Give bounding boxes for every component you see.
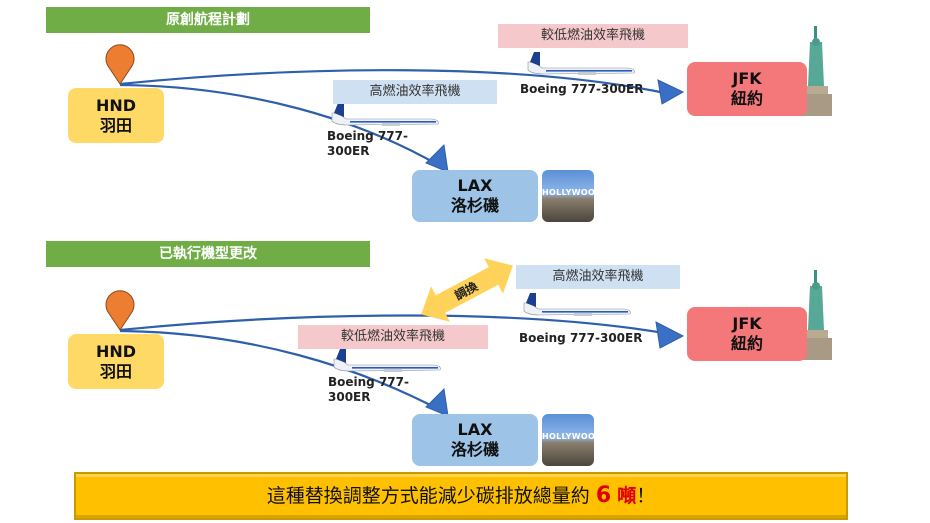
location-pin-icon	[105, 290, 135, 331]
efficiency-label-lax: 高燃油效率飛機	[333, 80, 497, 104]
efficiency-label-lax: 較低燃油效率飛機	[298, 325, 488, 349]
airplane-icon	[333, 349, 441, 372]
section-header-change-executed: 已執行機型更改	[46, 241, 370, 267]
destination-jfk-box: JFK 紐約	[687, 62, 807, 116]
arrowhead-lax-changed	[425, 387, 449, 417]
route-hnd-lax-changed	[119, 329, 441, 411]
origin-code: HND	[95, 95, 137, 115]
destination-city: 洛杉磯	[450, 196, 499, 215]
origin-hnd-box: HND 羽田	[68, 88, 164, 143]
airplane-icon	[527, 52, 635, 75]
banner-value: 6	[595, 483, 612, 508]
route-hnd-jfk-original	[119, 69, 671, 96]
origin-city: 羽田	[99, 115, 132, 135]
airplane-icon	[331, 103, 439, 126]
aircraft-model-jfk: Boeing 777-300ER	[520, 82, 644, 96]
destination-code: JFK	[732, 69, 762, 88]
statue-of-liberty-icon	[800, 26, 832, 116]
origin-code: HND	[95, 341, 137, 361]
location-pin-icon	[105, 44, 135, 85]
swap-arrow-icon	[421, 258, 513, 322]
arrowhead-lax-original	[425, 143, 449, 173]
destination-city: 洛杉磯	[450, 440, 499, 459]
arrowhead-jfk-original	[657, 79, 685, 105]
aircraft-model-lax: Boeing 777- 300ER	[327, 129, 408, 159]
banner-text: 這種替換調整方式能減少碳排放總量約	[266, 485, 590, 507]
destination-code: LAX	[457, 176, 493, 195]
aircraft-model-line1: Boeing 777-	[328, 375, 409, 389]
destination-lax-box: LAX 洛杉磯	[412, 170, 538, 222]
origin-city: 羽田	[99, 361, 132, 381]
hollywood-sign-text: HOLLYWOOD	[542, 188, 594, 197]
origin-hnd-box: HND 羽田	[68, 334, 164, 389]
hollywood-sign-icon: HOLLYWOOD	[542, 170, 594, 222]
section-header-original-plan: 原創航程計劃	[46, 7, 370, 33]
route-hnd-lax-original	[119, 83, 441, 167]
aircraft-model-jfk: Boeing 777-300ER	[519, 331, 643, 345]
destination-lax-box: LAX 洛杉磯	[412, 414, 538, 466]
destination-city: 紐約	[730, 89, 763, 108]
destination-city: 紐約	[730, 334, 763, 353]
route-hnd-jfk-changed	[119, 314, 671, 336]
hollywood-sign-text: HOLLYWOOD	[542, 432, 594, 441]
destination-code: LAX	[457, 420, 493, 439]
aircraft-model-line1: Boeing 777-	[327, 129, 408, 143]
aircraft-model-line2: 300ER	[327, 144, 370, 158]
banner-unit: 噸	[617, 485, 637, 507]
efficiency-label-jfk: 高燃油效率飛機	[516, 265, 680, 289]
carbon-reduction-banner: 這種替換調整方式能減少碳排放總量約 6 噸！	[74, 472, 848, 520]
destination-jfk-box: JFK 紐約	[687, 307, 807, 361]
aircraft-model-line2: 300ER	[328, 390, 371, 404]
hollywood-sign-icon: HOLLYWOOD	[542, 414, 594, 466]
arrowhead-jfk-changed	[655, 321, 685, 349]
statue-of-liberty-icon	[800, 270, 832, 360]
destination-code: JFK	[732, 314, 762, 333]
banner-suffix: ！	[636, 485, 656, 507]
efficiency-label-jfk: 較低燃油效率飛機	[498, 24, 688, 48]
airplane-icon	[523, 293, 631, 316]
aircraft-model-lax: Boeing 777- 300ER	[328, 375, 409, 405]
